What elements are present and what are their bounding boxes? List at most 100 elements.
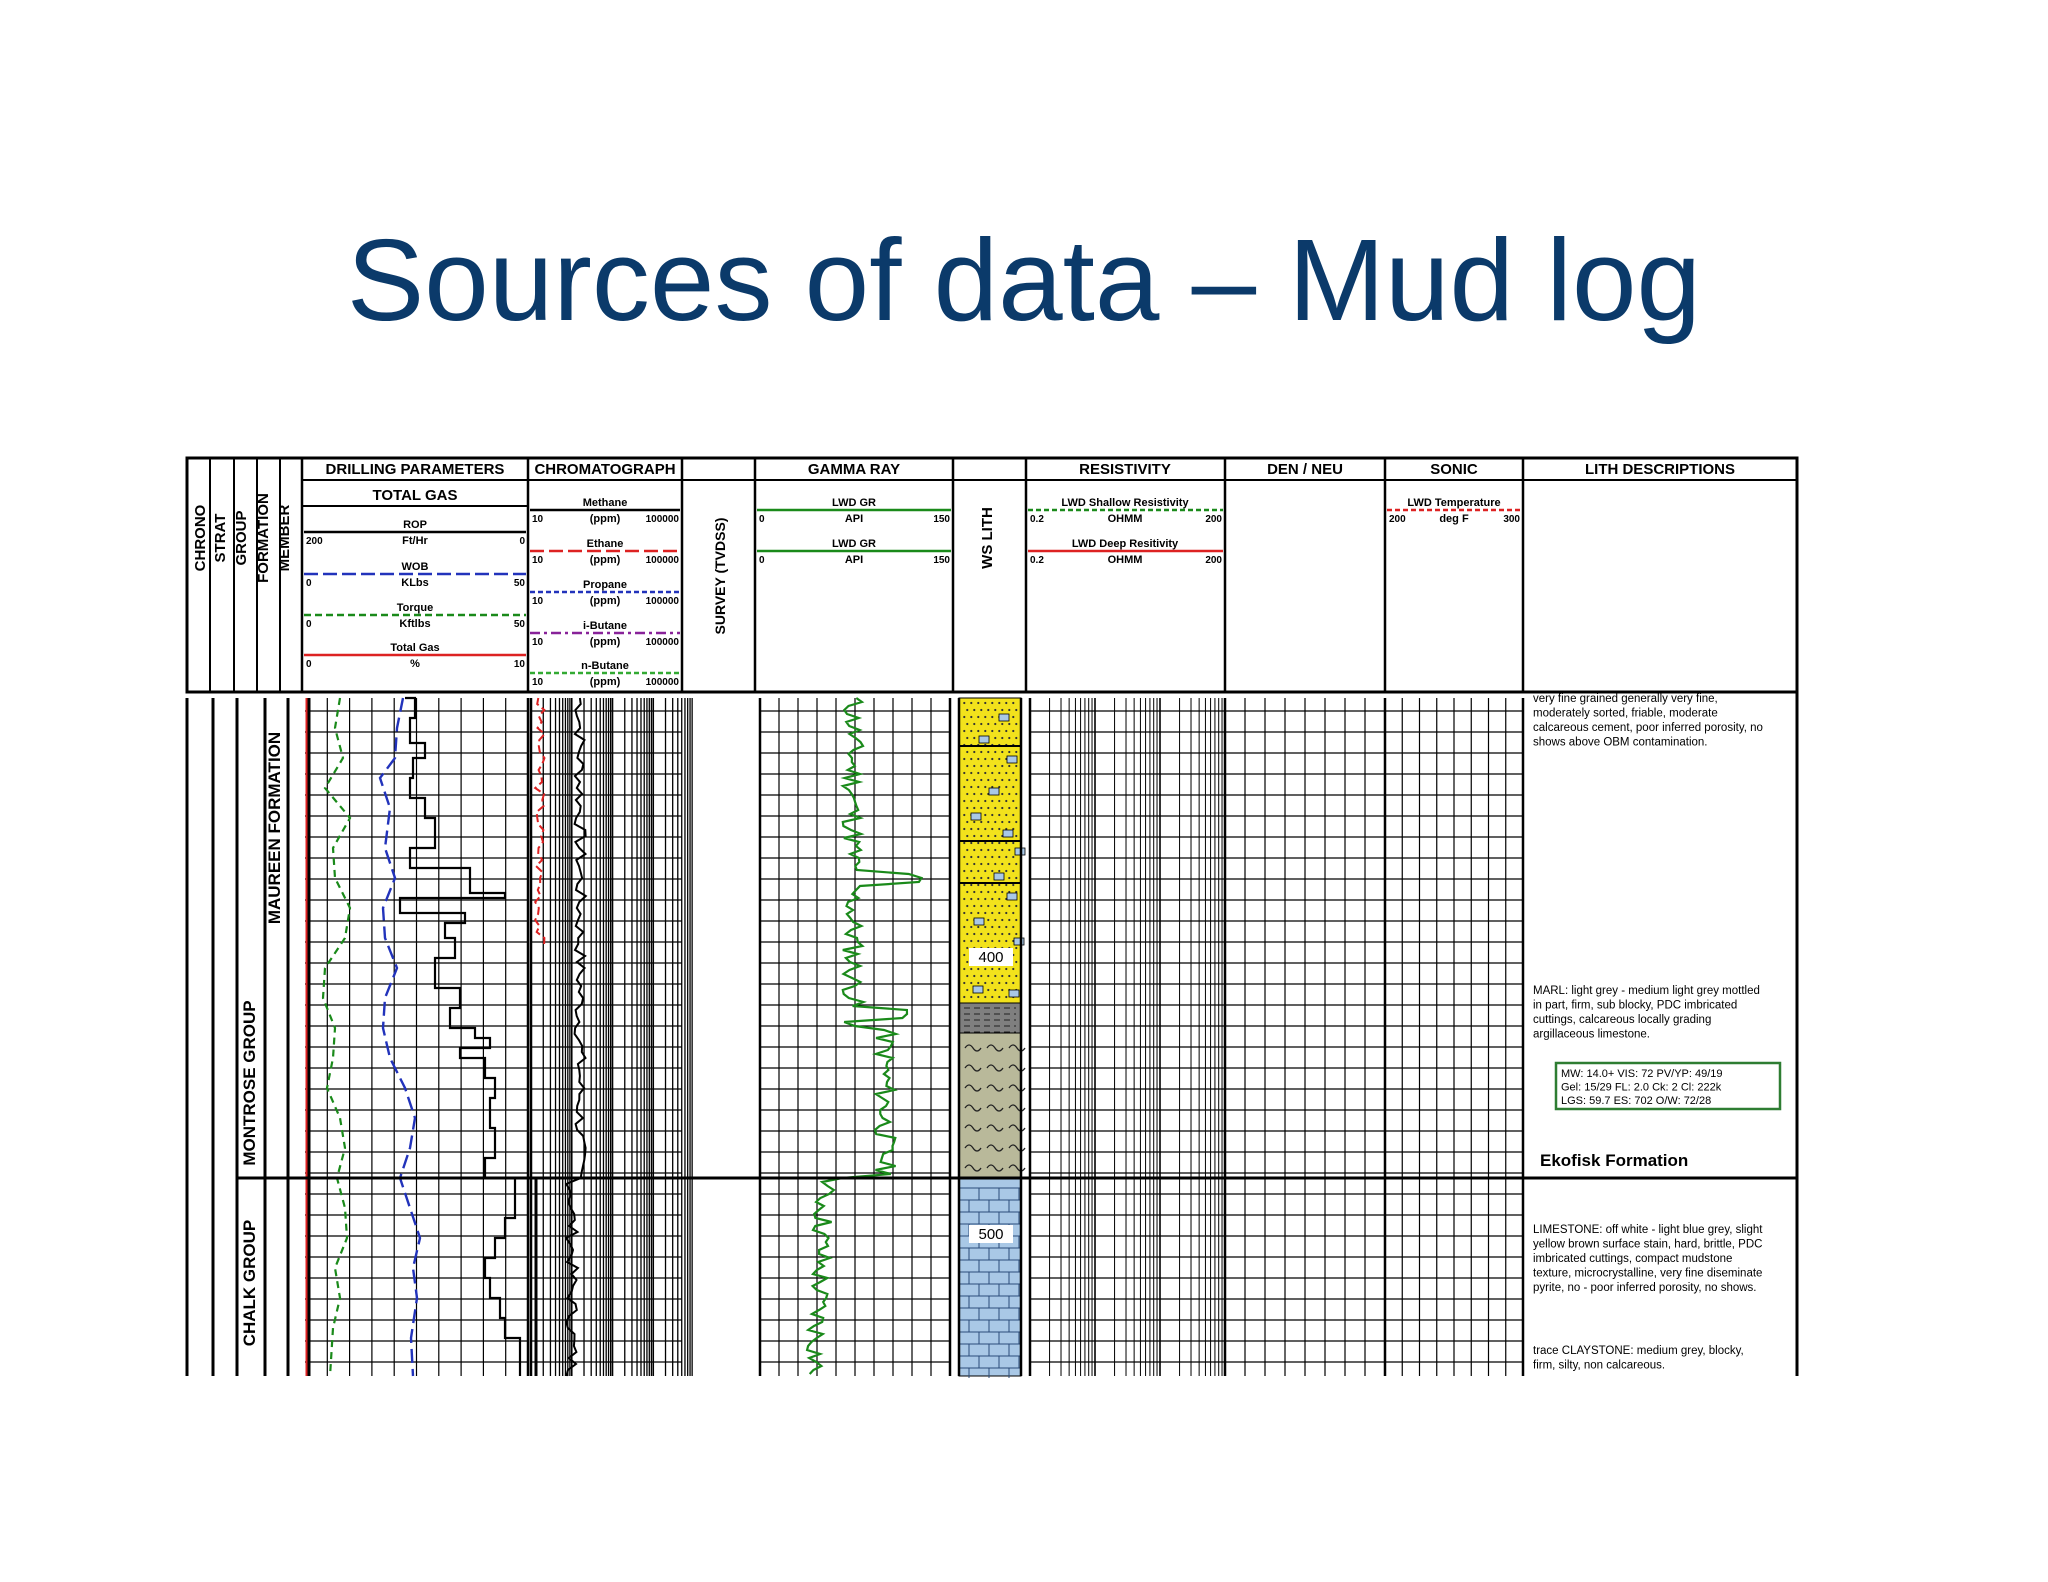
lith-sand-dot bbox=[963, 757, 966, 761]
lith-sand-dot bbox=[1008, 750, 1011, 754]
legend-resistivity-min: 0.2 bbox=[1030, 555, 1044, 566]
lith-sand-dot bbox=[1005, 855, 1008, 859]
lith-sand-dot bbox=[980, 806, 983, 810]
curve-gamma-ray bbox=[805, 697, 924, 1375]
lith-sand-dot bbox=[984, 981, 987, 985]
lith-sand-dot bbox=[980, 932, 983, 936]
slide-title: Sources of data – Mud log bbox=[346, 215, 1702, 345]
lith-sand-dot bbox=[1001, 722, 1004, 726]
lith-sand-dot bbox=[1008, 820, 1011, 824]
lith-sand-dot bbox=[998, 785, 1001, 789]
lith-sand-dot bbox=[980, 722, 983, 726]
lith-sand-dot bbox=[991, 981, 994, 985]
lith-sand-dot bbox=[1001, 890, 1004, 894]
lith-cement-symbol bbox=[972, 985, 984, 994]
legend-gamma_ray-min: 0 bbox=[759, 555, 765, 566]
lith-sand-dot bbox=[1015, 960, 1018, 964]
lith-sand-dot bbox=[977, 841, 980, 845]
limestone-description-line: LIMESTONE: off white - light blue grey, … bbox=[1533, 1224, 1763, 1236]
limestone-description-line: yellow brown surface stain, hard, brittl… bbox=[1533, 1239, 1762, 1251]
lith-sand-dot bbox=[998, 757, 1001, 761]
marl-description-line: MARL: light grey - medium light grey mot… bbox=[1533, 985, 1760, 997]
depth-marker-400: 400 bbox=[978, 949, 1003, 966]
lith-marl-wave bbox=[964, 1124, 982, 1132]
lith-sand-dot bbox=[1001, 778, 1004, 782]
header-gamma-ray: GAMMA RAY bbox=[808, 461, 900, 478]
header-formation: FORMATION bbox=[255, 493, 272, 583]
lith-sand-dot bbox=[966, 750, 969, 754]
lith-sand-dot bbox=[987, 988, 990, 992]
limestone-description-line: pyrite, no - poor inferred porosity, no … bbox=[1533, 1282, 1757, 1294]
lith-sand-dot bbox=[970, 785, 973, 789]
lith-cement-symbol bbox=[1006, 892, 1018, 901]
lith-sand-dot bbox=[966, 722, 969, 726]
lith-sand-dot bbox=[984, 855, 987, 859]
lith-sand-dot bbox=[980, 904, 983, 908]
lith-sand-dot bbox=[991, 785, 994, 789]
legend-chromatograph-name: Propane bbox=[583, 579, 627, 591]
lith-sand-dot bbox=[987, 750, 990, 754]
lith-cement-symbol bbox=[1008, 989, 1020, 998]
lith-sand-dot bbox=[1001, 806, 1004, 810]
lith-sand-dot bbox=[991, 799, 994, 803]
lith-sand-dot bbox=[984, 995, 987, 999]
lith-sand-dot bbox=[977, 799, 980, 803]
lith-sand-dot bbox=[998, 827, 1001, 831]
lith-sand-dot bbox=[963, 855, 966, 859]
lith-sand-dot bbox=[984, 911, 987, 915]
lith-sand-dot bbox=[987, 918, 990, 922]
lith-sand-dot bbox=[994, 750, 997, 754]
lith-marl-wave bbox=[986, 1044, 1004, 1052]
lith-marl-wave bbox=[1008, 1044, 1026, 1052]
lith-sand-dot bbox=[994, 708, 997, 712]
legend-chromatograph-name: i-Butane bbox=[583, 620, 627, 632]
limestone-description-line: imbricated cuttings, compact mudstone bbox=[1533, 1253, 1732, 1265]
lith-sand-dot bbox=[1015, 764, 1018, 768]
lith-sand-dot bbox=[1015, 736, 1018, 740]
lith-limestone bbox=[958, 1177, 1022, 1377]
lith-sand-dot bbox=[980, 974, 983, 978]
legend-resistivity-max: 200 bbox=[1205, 514, 1222, 525]
lith-sand-dot bbox=[984, 827, 987, 831]
legend-drilling_parameters-max: 0 bbox=[519, 536, 525, 547]
lith-sand-dot bbox=[998, 911, 1001, 915]
lith-sand-dot bbox=[977, 827, 980, 831]
legend-chromatograph-unit: (ppm) bbox=[590, 636, 621, 648]
lith-sand-dot bbox=[980, 834, 983, 838]
lith-sand-dot bbox=[987, 820, 990, 824]
lith-sand-dot bbox=[984, 771, 987, 775]
lith-sand-dot bbox=[966, 932, 969, 936]
lith-sand-dot bbox=[973, 806, 976, 810]
legend-chromatograph-max: 100000 bbox=[646, 514, 680, 525]
legend-drilling_parameters-max: 50 bbox=[514, 578, 526, 589]
lith-sand-dot bbox=[1015, 932, 1018, 936]
lith-sand-dot bbox=[987, 778, 990, 782]
lith-sand-dot bbox=[980, 890, 983, 894]
legend-drilling_parameters-name: ROP bbox=[403, 519, 427, 531]
lith-sand-dot bbox=[966, 876, 969, 880]
lith-sand-dot bbox=[1012, 911, 1015, 915]
lith-sand-dot bbox=[991, 827, 994, 831]
header-lith-descriptions: LITH DESCRIPTIONS bbox=[1585, 461, 1735, 478]
lith-sand-dot bbox=[963, 869, 966, 873]
lith-sand-dot bbox=[1001, 708, 1004, 712]
lith-sand-dot bbox=[1008, 876, 1011, 880]
legend-drilling_parameters-unit: % bbox=[410, 658, 420, 670]
lith-sand-dot bbox=[963, 897, 966, 901]
lith-sand-dot bbox=[991, 925, 994, 929]
mud-log-grids bbox=[305, 698, 1523, 1376]
label-chalk-group: CHALK GROUP bbox=[240, 1220, 259, 1347]
lith-cement-symbol bbox=[1002, 829, 1014, 838]
lith-sand-dot bbox=[980, 820, 983, 824]
legend-drilling_parameters-max: 50 bbox=[514, 619, 526, 630]
lith-sand-dot bbox=[984, 757, 987, 761]
mud-property-line: LGS: 59.7 ES: 702 O/W: 72/28 bbox=[1561, 1095, 1711, 1107]
legend-chromatograph-min: 10 bbox=[532, 596, 544, 607]
lith-sand-dot bbox=[1008, 736, 1011, 740]
lith-sand-dot bbox=[966, 918, 969, 922]
lith-sand-dot bbox=[963, 827, 966, 831]
header-ws-lith: WS LITH bbox=[979, 507, 996, 569]
legend-chromatograph-max: 100000 bbox=[646, 596, 680, 607]
